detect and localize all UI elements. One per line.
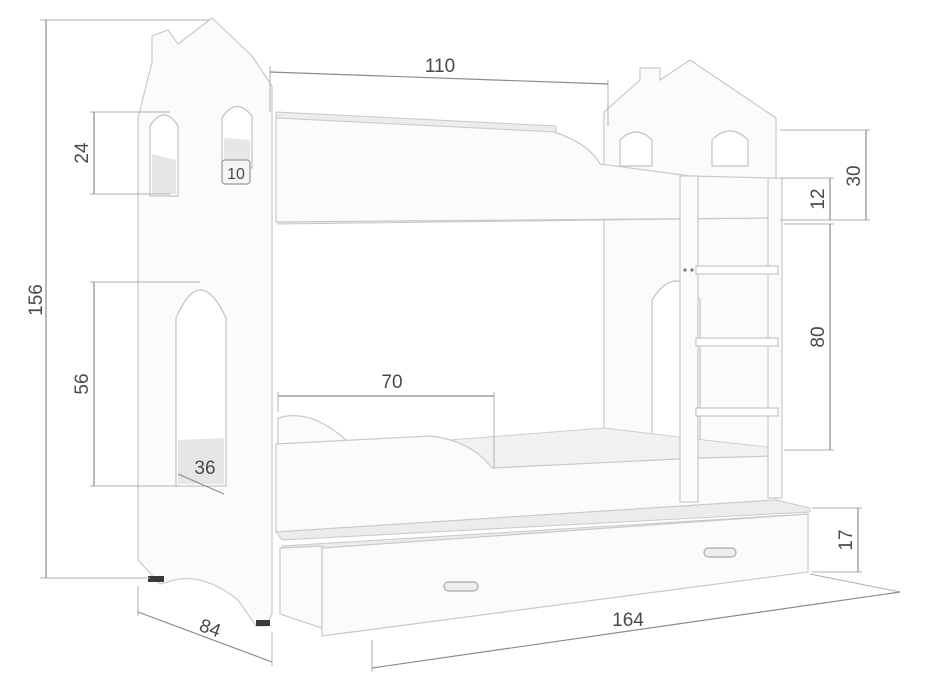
top-rail-height-label: 30 [844, 165, 865, 186]
front-house-panel [137, 17, 273, 627]
drawer-height-label: 17 [836, 529, 857, 550]
bottom-bed [275, 415, 811, 541]
ladder-rung [695, 337, 779, 347]
ladder [679, 175, 783, 503]
drawer-handle [703, 547, 737, 558]
plaque-number-label: 10 [227, 166, 245, 183]
bed-foot [256, 620, 270, 626]
ladder-rung [695, 407, 779, 417]
total-height-label: 156 [26, 284, 47, 316]
arch-height-label: 56 [72, 373, 93, 394]
drawer-handle [443, 581, 479, 592]
storage-drawer [279, 513, 809, 637]
bottom-guard-length-label: 70 [381, 372, 402, 393]
arch-width-label: 36 [194, 458, 215, 479]
top-rail-thickness-label: 12 [808, 188, 829, 209]
dimension-lines [40, 19, 901, 672]
window-height-label: 24 [72, 142, 93, 164]
number-plaque [221, 159, 251, 185]
ladder-height-label: 80 [808, 326, 829, 347]
depth-label: 84 [196, 615, 223, 642]
total-length-label: 164 [612, 610, 644, 631]
top-bed-length-label: 110 [425, 56, 455, 77]
bed-foot [148, 576, 164, 582]
ladder-rung [695, 265, 779, 275]
dimension-labels: 156 24 10 56 36 84 110 70 164 30 12 80 1… [26, 56, 865, 642]
